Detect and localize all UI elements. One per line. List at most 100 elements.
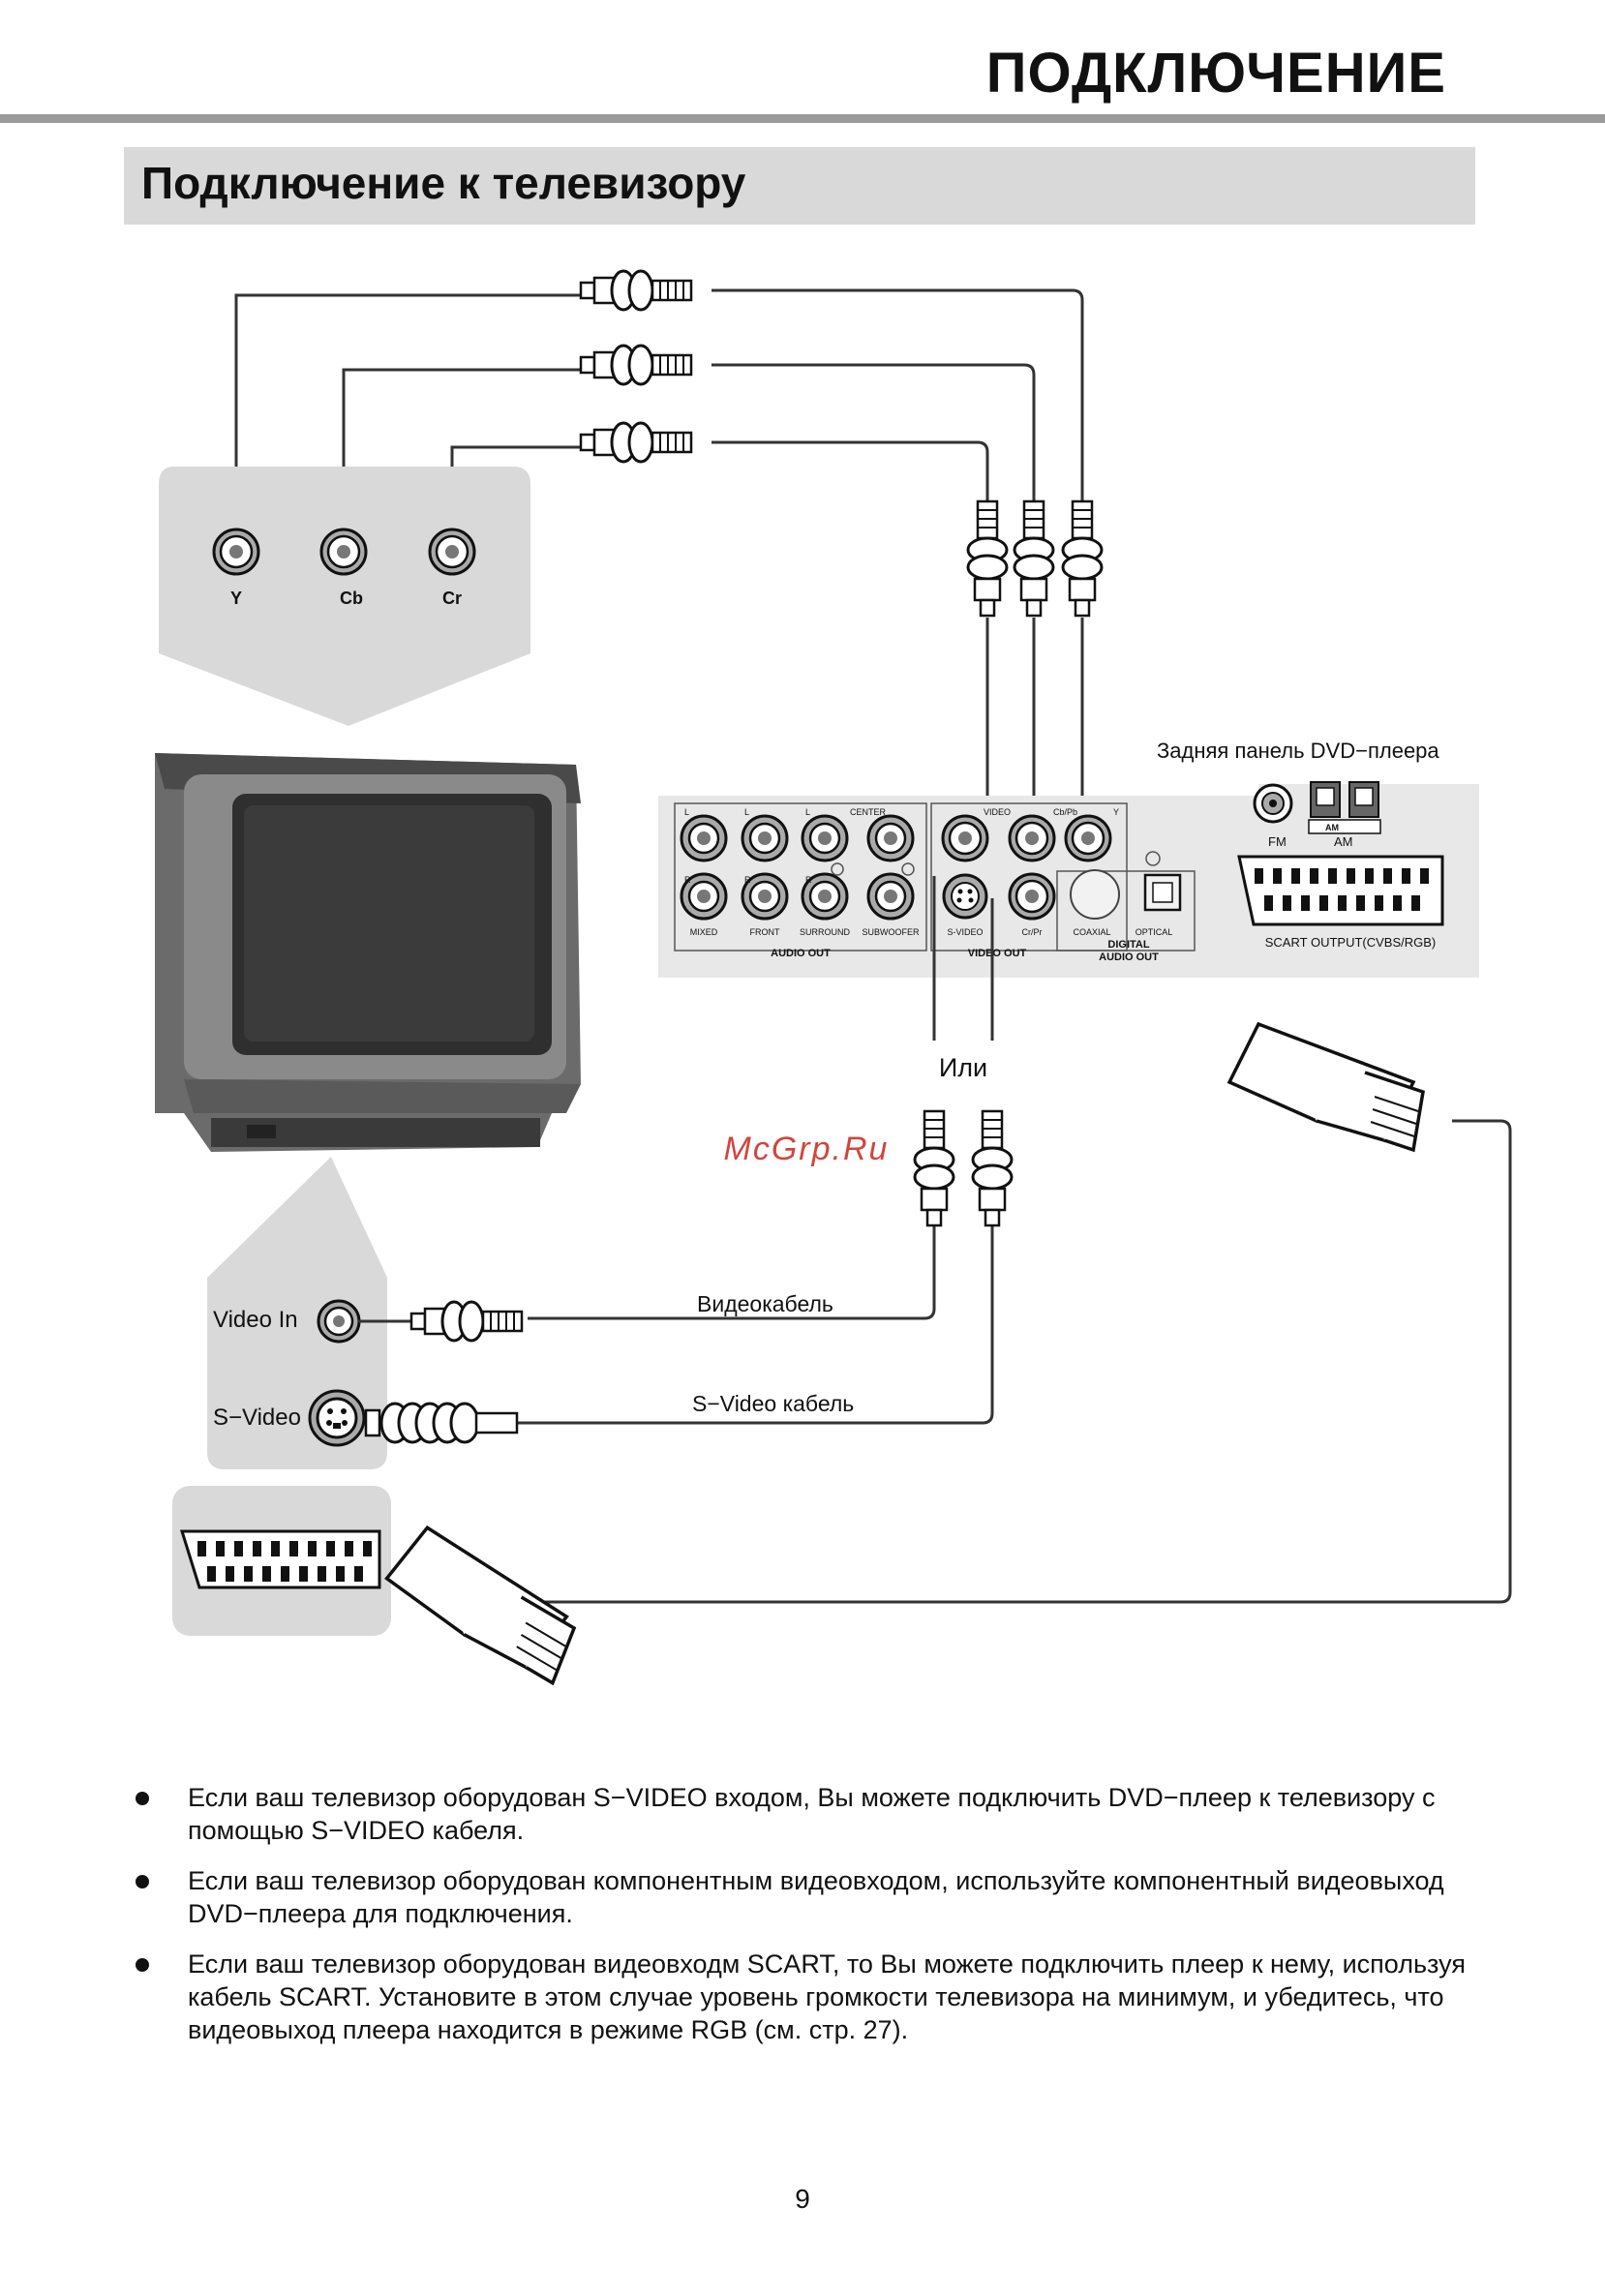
scart-pin xyxy=(1338,895,1347,911)
scart-pin xyxy=(216,1541,225,1556)
audio-front-label: FRONT xyxy=(750,927,780,937)
audio-r2-label: R xyxy=(744,875,751,885)
audio-jack xyxy=(801,872,849,921)
audio-surround-label: SURROUND xyxy=(800,927,851,937)
audio-jack xyxy=(801,814,849,862)
scart-pin xyxy=(253,1541,261,1556)
dvd-panel-caption: Задняя панель DVD−плеера xyxy=(1157,739,1439,763)
svideo-in-jack xyxy=(308,1389,366,1447)
y-out-jack xyxy=(1064,814,1112,862)
scart-pin xyxy=(1402,868,1410,884)
dvd-rear-panel: Задняя панель DVD−плеера L L L CENTER xyxy=(658,739,1479,978)
svideo-small-label: S-VIDEO xyxy=(947,927,983,937)
fm-antenna-jack xyxy=(1253,783,1293,824)
bullet-item: Если ваш телевизор оборудован S−VIDEO вх… xyxy=(136,1781,1491,1847)
bullet-dot xyxy=(136,1792,149,1805)
bullet-item: Если ваш телевизор оборудован видеовходм… xyxy=(136,1948,1491,2046)
audio-r1-label: R xyxy=(684,875,691,885)
bullet-text: Если ваш телевизор оборудован видеовходм… xyxy=(188,1949,1466,2044)
scart-plug-dvd xyxy=(1227,1022,1425,1152)
svideo-out-jack xyxy=(942,873,988,920)
y-label: Y xyxy=(230,589,242,608)
cb-jack xyxy=(319,528,368,576)
scart-pin xyxy=(345,1541,353,1556)
scart-pin xyxy=(1356,895,1365,911)
audio-l3-label: L xyxy=(805,807,810,817)
scart-pin xyxy=(1291,868,1300,884)
audio-jack xyxy=(866,814,915,862)
scart-pin xyxy=(1420,868,1429,884)
cr-jack xyxy=(428,528,476,576)
scart-pin xyxy=(234,1541,243,1556)
scart-pin xyxy=(1365,868,1374,884)
audio-l2-label: L xyxy=(744,807,749,817)
audio-jack xyxy=(680,814,728,862)
video-in-label: Video In xyxy=(213,1307,298,1333)
scart-pin xyxy=(262,1566,271,1582)
cb-label: Cb xyxy=(340,589,363,608)
page-number: 9 xyxy=(795,2184,810,2214)
coaxial-jack xyxy=(1070,869,1120,920)
audio-subwoofer-label: SUBWOOFER xyxy=(862,927,920,937)
scart-pin xyxy=(299,1566,308,1582)
scart-pin xyxy=(271,1541,280,1556)
bullet-dot xyxy=(136,1875,149,1888)
audio-out-label: AUDIO OUT xyxy=(771,948,831,959)
audio-jack xyxy=(680,872,728,921)
scart-pin xyxy=(197,1541,206,1556)
scart-pin xyxy=(363,1541,372,1556)
cr-label: Cr xyxy=(442,589,462,608)
tv-component-input-panel: Y Cb Cr xyxy=(159,467,530,726)
y-small-label: Y xyxy=(1113,807,1119,817)
cbpb-small-label: Cb/Pb xyxy=(1053,807,1077,817)
scart-pin xyxy=(326,1541,335,1556)
watermark: McGrp.Ru xyxy=(724,1131,890,1167)
digital-audio-out-label: AUDIO OUT xyxy=(1099,952,1159,963)
audio-jack xyxy=(741,872,789,921)
am-label: AM xyxy=(1334,834,1353,849)
scart-pin xyxy=(1283,895,1291,911)
scart-pin xyxy=(281,1566,289,1582)
scart-pin xyxy=(308,1541,317,1556)
page-header-title: ПОДКЛЮЧЕНИЕ xyxy=(985,42,1446,105)
bullet-dot xyxy=(136,1958,149,1972)
bullet-text: Если ваш телевизор оборудован S−VIDEO вх… xyxy=(188,1783,1436,1845)
scart-pin xyxy=(1347,868,1355,884)
scart-pin xyxy=(336,1566,345,1582)
tv-av-input-panel: Video In S−Video xyxy=(207,1157,387,1469)
audio-jack xyxy=(866,872,915,921)
scart-pin xyxy=(1310,868,1318,884)
video-cable-label: Видеокабель xyxy=(697,1291,833,1316)
cbpb-out-jack xyxy=(1008,814,1056,862)
section-header: Подключение к телевизору xyxy=(124,147,1475,225)
tv-illustration xyxy=(155,753,581,1152)
audio-r3-label: R xyxy=(805,875,812,885)
y-jack xyxy=(212,528,260,576)
audio-mixed-label: MIXED xyxy=(690,927,718,937)
audio-center-label: CENTER xyxy=(850,807,887,817)
coaxial-label: COAXIAL xyxy=(1073,927,1110,937)
scart-pin xyxy=(1301,895,1310,911)
scart-pin xyxy=(1411,895,1420,911)
scart-pin xyxy=(354,1566,363,1582)
header-rule xyxy=(0,114,1605,123)
scart-pin xyxy=(1264,895,1273,911)
optical-label: OPTICAL xyxy=(1136,927,1173,937)
fm-label: FM xyxy=(1268,834,1287,849)
component-cables xyxy=(234,288,1084,840)
scart-output-label: SCART OUTPUT(CVBS/RGB) xyxy=(1265,935,1436,950)
section-title: Подключение к телевизору xyxy=(141,158,746,208)
scart-output-jack xyxy=(1237,855,1444,926)
scart-pin xyxy=(289,1541,298,1556)
scart-pin xyxy=(1328,868,1337,884)
audio-l1-label: L xyxy=(684,807,689,817)
bullet-list: Если ваш телевизор оборудован S−VIDEO вх… xyxy=(136,1781,1491,2064)
tv-scart-panel xyxy=(172,1486,391,1636)
video-out-label: VIDEO OUT xyxy=(968,948,1027,959)
video-small-label: VIDEO xyxy=(984,807,1011,817)
am-small-label: AM xyxy=(1325,823,1339,832)
scart-cable xyxy=(499,1119,1512,1604)
svideo-cable-plug xyxy=(364,1402,519,1444)
scart-pin xyxy=(1319,895,1328,911)
scart-pin xyxy=(318,1566,326,1582)
